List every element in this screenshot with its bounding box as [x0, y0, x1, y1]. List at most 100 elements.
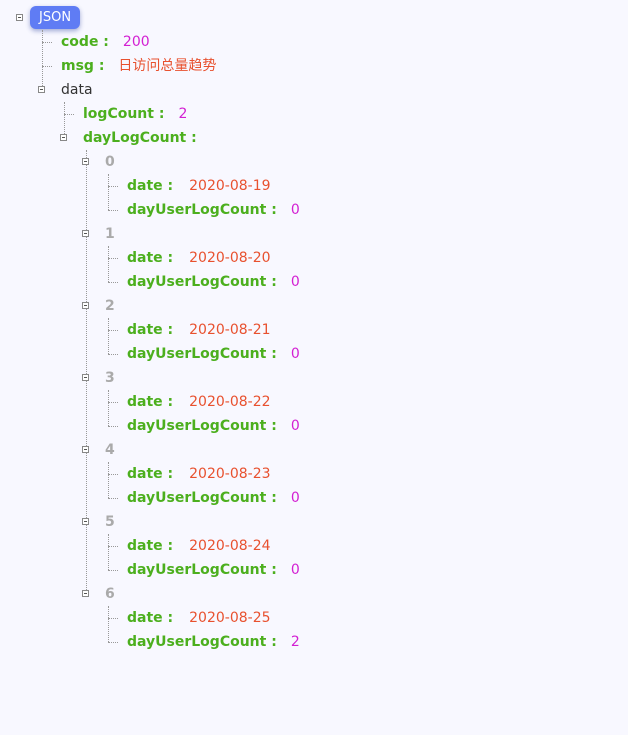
item-index-label: 5: [105, 514, 115, 530]
collapse-item-toggle-icon[interactable]: [82, 158, 89, 165]
item-index-label: 1: [105, 226, 115, 242]
collapse-item-toggle-icon[interactable]: [82, 374, 89, 381]
node-date: date : 2020-08-23: [127, 462, 271, 486]
tree-connector: [108, 606, 109, 642]
tree-connector: [108, 534, 109, 570]
key-dayuserlogcount: dayUserLogCount :: [127, 274, 277, 290]
node-dayuserlogcount: dayUserLogCount : 0: [127, 270, 300, 294]
tree-connector: [42, 66, 52, 67]
value-dayuserlogcount: 2: [290, 634, 300, 650]
tree-connector: [108, 570, 118, 571]
tree-connector: [108, 186, 118, 187]
key-date: date :: [127, 538, 174, 554]
tree-connector: [108, 210, 118, 211]
key-dayuserlogcount: dayUserLogCount :: [127, 562, 277, 578]
key-date: date :: [127, 250, 174, 266]
value-date: 2020-08-20: [189, 250, 271, 266]
key-data: data: [61, 82, 93, 98]
node-date: date : 2020-08-22: [127, 390, 271, 414]
collapse-data-toggle-icon[interactable]: [38, 86, 45, 93]
value-dayuserlogcount: 0: [290, 274, 300, 290]
value-logcount: 2: [178, 106, 188, 122]
key-date: date :: [127, 394, 174, 410]
key-date: date :: [127, 466, 174, 482]
array-item-index: 1: [105, 222, 115, 246]
tree-connector: [108, 258, 118, 259]
collapse-item-toggle-icon[interactable]: [82, 446, 89, 453]
value-code: 200: [122, 34, 150, 50]
node-date: date : 2020-08-21: [127, 318, 271, 342]
collapse-item-toggle-icon[interactable]: [82, 518, 89, 525]
node-daylogcount: dayLogCount :: [83, 126, 197, 150]
collapse-item-toggle-icon[interactable]: [82, 230, 89, 237]
collapse-item-toggle-icon[interactable]: [82, 302, 89, 309]
value-date: 2020-08-19: [189, 178, 271, 194]
tree-connector: [64, 102, 65, 138]
value-dayuserlogcount: 0: [290, 562, 300, 578]
key-daylogcount: dayLogCount :: [83, 130, 197, 146]
tree-connector: [108, 174, 109, 210]
tree-connector: [108, 618, 118, 619]
array-item-index: 2: [105, 294, 115, 318]
array-item-index: 6: [105, 582, 115, 606]
value-date: 2020-08-23: [189, 466, 271, 482]
node-dayuserlogcount: dayUserLogCount : 2: [127, 630, 300, 654]
tree-connector: [42, 42, 52, 43]
json-root-badge[interactable]: JSON: [30, 6, 81, 29]
node-logcount: logCount : 2: [83, 102, 187, 126]
collapse-root-toggle-icon[interactable]: [16, 14, 23, 21]
tree-connector: [108, 402, 118, 403]
tree-connector: [108, 474, 118, 475]
array-item-index: 4: [105, 438, 115, 462]
node-msg: msg :日访问总量趋势: [61, 54, 216, 78]
key-code: code :: [61, 34, 109, 50]
value-dayuserlogcount: 0: [290, 346, 300, 362]
key-logcount: logCount :: [83, 106, 165, 122]
tree-connector: [108, 546, 118, 547]
key-dayuserlogcount: dayUserLogCount :: [127, 490, 277, 506]
value-date: 2020-08-22: [189, 394, 271, 410]
item-index-label: 6: [105, 586, 115, 602]
node-dayuserlogcount: dayUserLogCount :0: [127, 342, 300, 366]
node-dayuserlogcount: dayUserLogCount : 0: [127, 486, 300, 510]
tree-connector: [42, 30, 43, 90]
collapse-daylogcount-toggle-icon[interactable]: [60, 134, 67, 141]
item-index-label: 4: [105, 442, 115, 458]
value-dayuserlogcount: 0: [290, 418, 300, 434]
tree-connector: [108, 318, 109, 354]
tree-connector: [108, 330, 118, 331]
array-item-index: 3: [105, 366, 115, 390]
tree-connector: [108, 354, 118, 355]
item-index-label: 2: [105, 298, 115, 314]
value-dayuserlogcount: 0: [290, 490, 300, 506]
tree-connector: [64, 114, 74, 115]
tree-connector: [108, 282, 118, 283]
value-date: 2020-08-21: [189, 322, 271, 338]
key-dayuserlogcount: dayUserLogCount :: [127, 202, 277, 218]
node-date: date : 2020-08-20: [127, 246, 271, 270]
array-item-index: 5: [105, 510, 115, 534]
item-index-label: 3: [105, 370, 115, 386]
tree-connector: [108, 426, 118, 427]
tree-connector: [86, 150, 87, 594]
tree-connector: [108, 642, 118, 643]
value-date: 2020-08-24: [189, 538, 271, 554]
node-date: date : 2020-08-24: [127, 534, 271, 558]
collapse-item-toggle-icon[interactable]: [82, 590, 89, 597]
key-msg: msg :: [61, 58, 105, 74]
tree-connector: [108, 390, 109, 426]
value-dayuserlogcount: 0: [290, 202, 300, 218]
key-date: date :: [127, 610, 174, 626]
tree-connector: [108, 246, 109, 282]
key-dayuserlogcount: dayUserLogCount :: [127, 634, 277, 650]
node-dayuserlogcount: dayUserLogCount : 0: [127, 414, 300, 438]
tree-connector: [108, 498, 118, 499]
key-date: date :: [127, 322, 174, 338]
key-dayuserlogcount: dayUserLogCount :: [127, 418, 277, 434]
node-data: data: [61, 78, 93, 102]
node-dayuserlogcount: dayUserLogCount : 0: [127, 198, 300, 222]
node-date: date :2020-08-19: [127, 174, 271, 198]
node-date: date :2020-08-25: [127, 606, 271, 630]
tree-connector: [108, 462, 109, 498]
